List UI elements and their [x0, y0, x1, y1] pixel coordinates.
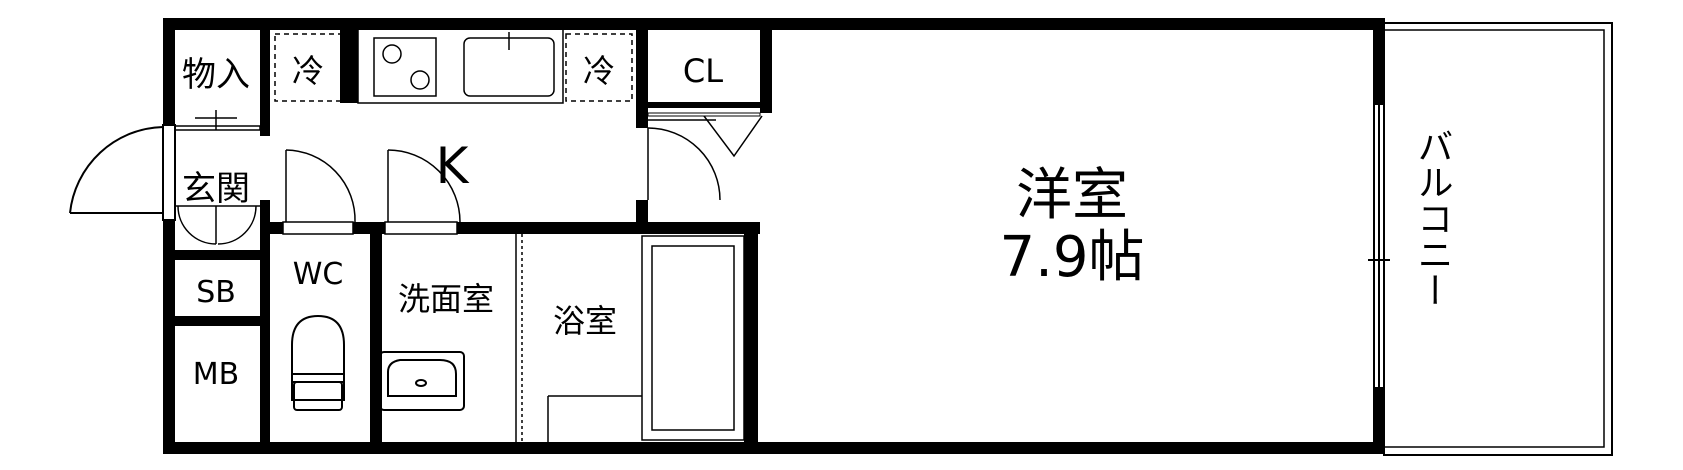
shoe-box-label: SB — [196, 275, 236, 310]
balcony-window — [1368, 103, 1390, 389]
kitchen-counter — [357, 27, 564, 104]
balcony-label: バルコニー — [1412, 128, 1453, 308]
entrance-inner-door — [175, 110, 260, 245]
door-openings — [282, 221, 458, 235]
fridge-spaces — [274, 33, 633, 102]
bathtub-fixture — [515, 234, 745, 442]
kitchen-doors — [285, 149, 461, 223]
western-room-size-label: 7.9帖 — [999, 225, 1144, 290]
western-room-door — [647, 115, 763, 201]
entrance-door — [69, 124, 176, 221]
entrance-label: 玄関 — [182, 169, 250, 209]
washbasin-fixture — [379, 351, 465, 411]
toilet-fixture — [291, 314, 345, 411]
balcony-outline — [1383, 22, 1613, 456]
fridge-left-label: 冷 — [292, 52, 324, 90]
outer-walls — [163, 18, 1385, 454]
toilet-label: WC — [293, 257, 344, 292]
closet-label: CL — [683, 52, 723, 90]
bathroom-label: 浴室 — [553, 302, 617, 340]
kitchen-label: K — [436, 137, 470, 195]
fridge-right-label: 冷 — [583, 52, 615, 90]
storage-label: 物入 — [182, 55, 250, 95]
washroom-label: 洗面室 — [398, 280, 494, 318]
western-room-label: 洋室 — [1016, 163, 1128, 228]
meter-box-label: MB — [193, 357, 239, 392]
